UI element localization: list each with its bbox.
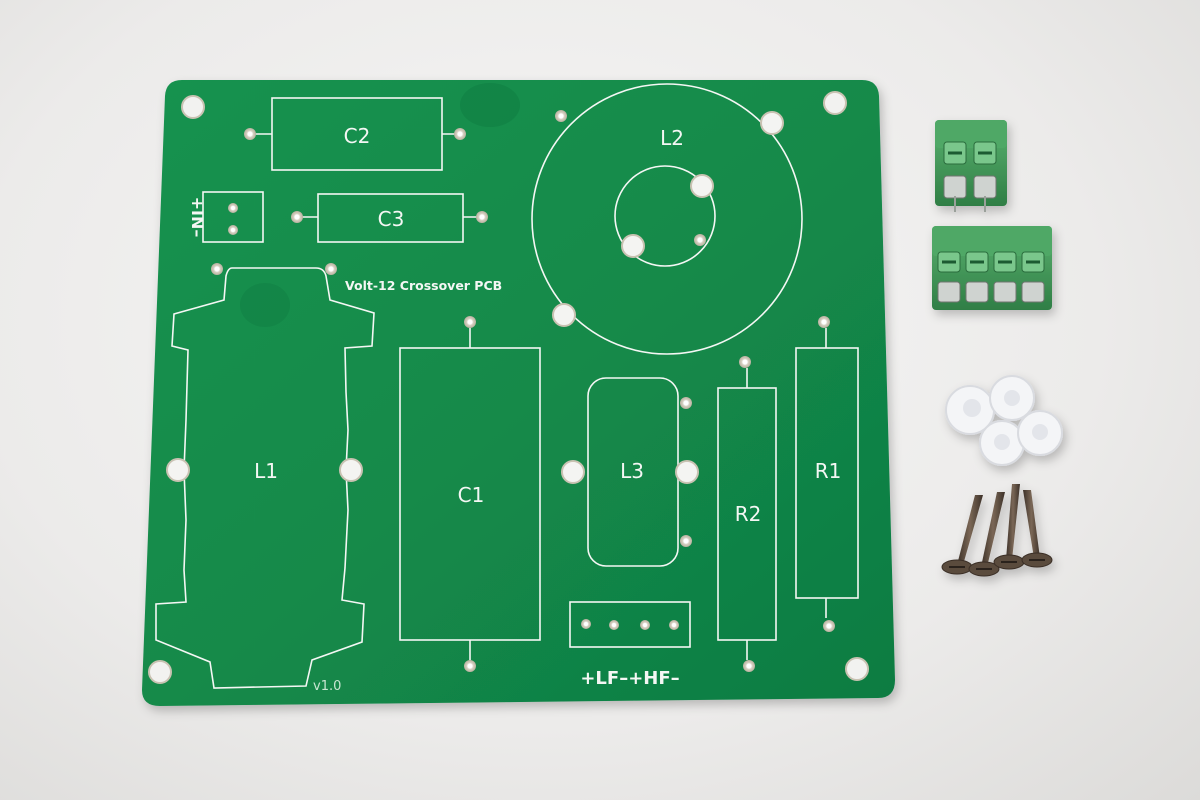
pads <box>211 110 835 672</box>
mounting-holes <box>148 91 869 684</box>
standoff <box>979 420 1025 466</box>
board-version: v1.0 <box>313 679 341 694</box>
label-r1: R1 <box>815 459 842 483</box>
label-l3: L3 <box>620 459 644 483</box>
silkscreen-labels: C2 C3 L2 L1 C1 L3 R2 R1 Volt-12 Crossove… <box>188 124 841 694</box>
mounting-hole <box>181 95 205 119</box>
silkscreen <box>155 83 859 689</box>
screw <box>941 495 983 575</box>
label-l1: L1 <box>254 459 278 483</box>
label-c3: C3 <box>378 207 405 231</box>
plastic-standoffs <box>945 375 1063 466</box>
l2-outline <box>531 83 803 355</box>
c3-outline <box>317 193 464 243</box>
mounting-hole <box>823 91 847 115</box>
screw <box>968 492 1005 577</box>
label-r2: R2 <box>735 502 762 526</box>
standoff <box>1017 410 1063 456</box>
l1-outline <box>155 267 375 689</box>
large-holes <box>166 111 784 484</box>
output-connector-outline <box>569 601 691 648</box>
pcb-outline <box>142 80 895 706</box>
input-label: +IN– <box>188 197 207 238</box>
mounting-hole <box>845 657 869 681</box>
label-c2: C2 <box>344 124 371 148</box>
standoff <box>989 375 1035 421</box>
terminal-block-2pos <box>935 120 1007 212</box>
screw <box>1021 490 1053 568</box>
r1-outline <box>795 347 859 599</box>
input-connector-outline <box>202 191 264 243</box>
label-c1: C1 <box>458 483 485 507</box>
mounting-hole <box>148 660 172 684</box>
label-l2: L2 <box>660 126 684 150</box>
wood-screws <box>941 484 1053 577</box>
output-label: +LF–+HF– <box>580 668 679 689</box>
pcb-board: C2 C3 L2 L1 C1 L3 R2 R1 Volt-12 Crossove… <box>142 80 895 706</box>
terminal-block-4pos <box>932 226 1052 310</box>
board-title: Volt-12 Crossover PCB <box>345 278 502 293</box>
